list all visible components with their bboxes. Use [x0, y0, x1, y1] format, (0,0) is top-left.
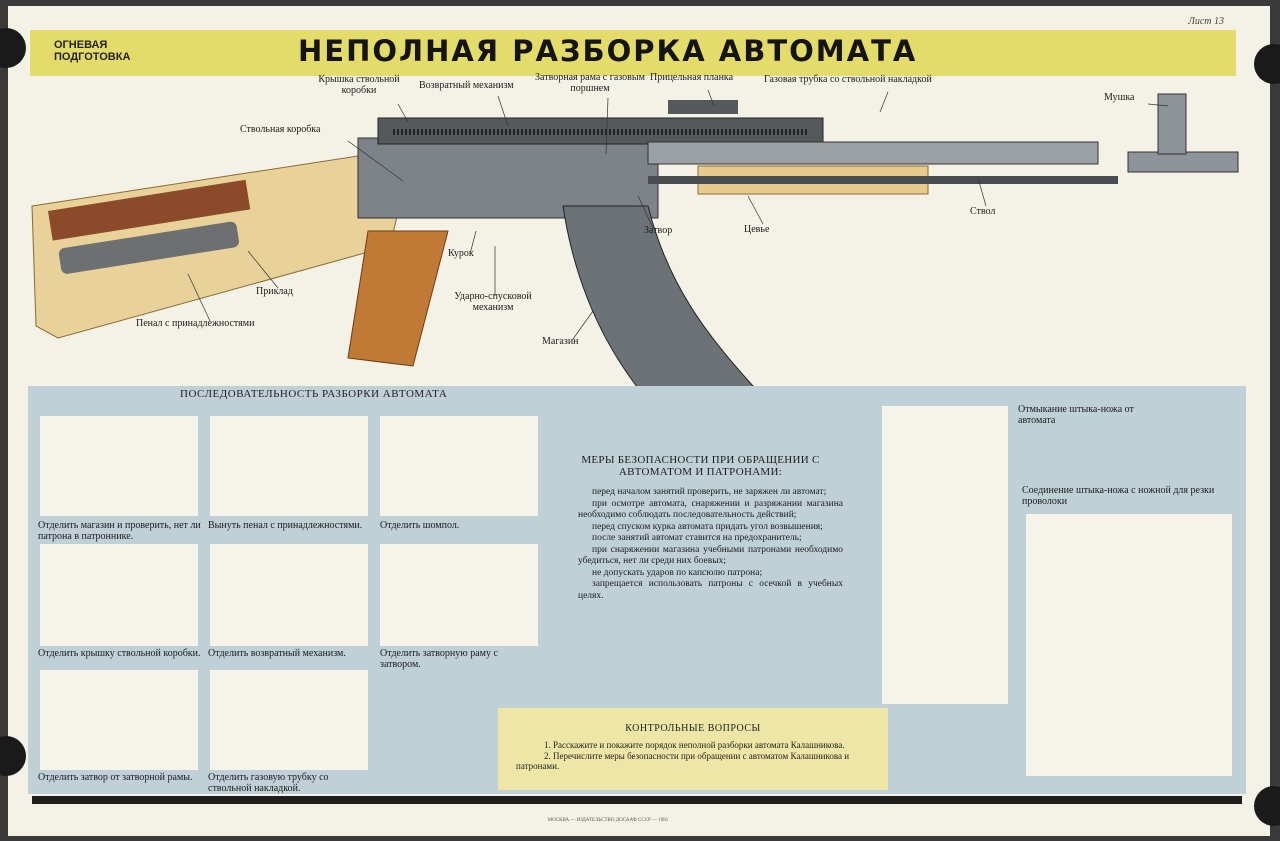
label-receiver: Ствольная коробка: [240, 124, 321, 135]
bayonet-wire-caption: Соединение штыка-ножа с ножной для резки…: [1022, 485, 1215, 507]
step-photo-4: [40, 544, 198, 646]
bottom-rule: [32, 796, 1242, 804]
safety-title: МЕРЫ БЕЗОПАСНОСТИ ПРИ ОБРАЩЕНИИ С АВТОМА…: [581, 454, 820, 478]
label-front-sight: Мушка: [1104, 92, 1135, 103]
label-recoil-mechanism: Возвратный механизм: [419, 80, 514, 91]
safety-rule: запрещается использовать патроны с осечк…: [578, 579, 843, 601]
safety-rule: при осмотре автомата, снаряжении и разря…: [578, 498, 843, 521]
safety-rule: перед началом занятий проверить, не заря…: [592, 487, 827, 497]
label-receiver-cover: Крышка ствольной коробки: [318, 74, 400, 96]
step-caption-4: Отделить крышку ствольной коробки.: [38, 648, 201, 659]
label-bolt-carrier: Затворная рама с газовым поршнем: [535, 72, 645, 94]
pistol-grip-illustration: [347, 230, 449, 367]
gas-tube-illustration: [647, 141, 1099, 165]
step-photo-7: [40, 670, 198, 770]
safety-rules: перед началом занятий проверить, не заря…: [578, 487, 843, 602]
rifle-cutaway-diagram: [31, 89, 1239, 447]
bayonet-detach-caption: Отмыкание штыка-ножа от автомата: [1018, 404, 1134, 426]
safety-rule: перед спуском курка автомата придать уго…: [592, 521, 823, 532]
questions-title: КОНТРОЛЬНЫЕ ВОПРОСЫ: [625, 723, 761, 734]
step-caption-6: Отделить затворную раму с затвором.: [380, 648, 498, 670]
pin: [1254, 786, 1280, 826]
step-photo-2: [210, 416, 368, 516]
label-stock: Приклад: [256, 286, 293, 297]
label-gas-tube: Газовая трубка со ствольной накладкой: [764, 74, 932, 85]
label-hammer: Курок: [448, 248, 474, 259]
bayonet-detach-photo: [882, 406, 1008, 704]
label-handguard: Цевье: [744, 224, 770, 235]
safety-rule: при снаряжении магазина учебными патрона…: [578, 544, 843, 567]
pin: [1254, 44, 1280, 84]
title-bar: [30, 30, 1236, 76]
step-caption-5: Отделить возвратный механизм.: [208, 648, 346, 659]
questions-box: [498, 708, 888, 790]
step-caption-8: Отделить газовую трубку со ствольной нак…: [208, 772, 329, 794]
safety-rule: после занятий автомат ставится на предох…: [592, 533, 802, 543]
step-photo-3: [380, 416, 538, 516]
muzzle-illustration: [1127, 151, 1239, 173]
publisher-imprint: МОСКВА — ИЗДАТЕЛЬСТВО ДОСААФ СССР — 1981: [547, 818, 669, 823]
step-photo-5: [210, 544, 368, 646]
sheet-number: Лист 13: [1188, 16, 1224, 27]
label-barrel: Ствол: [970, 206, 996, 217]
step-photo-8: [210, 670, 368, 770]
receiver-cover-illustration: [377, 117, 824, 145]
step-caption-7: Отделить затвор от затворной рамы.: [38, 772, 193, 783]
label-cleaning-kit: Пенал с принадлежностями: [136, 318, 255, 329]
cleaning-kit-illustration: [58, 221, 239, 274]
label-magazine: Магазин: [542, 336, 579, 347]
label-rear-sight: Прицельная планка: [650, 72, 734, 83]
question-item: 1. Расскажите и покажите порядок неполно…: [544, 740, 845, 750]
step-photo-6: [380, 544, 538, 646]
step-caption-1: Отделить магазин и проверить, нет ли пат…: [38, 520, 201, 542]
label-bolt: Затвор: [644, 225, 673, 236]
poster: Лист 13 ОГНЕВАЯ ПОДГОТОВКА НЕПОЛНАЯ РАЗБ…: [8, 6, 1270, 836]
questions-list: 1. Расскажите и покажите порядок неполно…: [516, 740, 886, 772]
front-sight-illustration: [1157, 93, 1187, 155]
bayonet-wire-photo: [1026, 514, 1232, 776]
question-item: 2. Перечислите меры безопасности при обр…: [516, 750, 850, 772]
step-caption-2: Вынуть пенал с принадлежностями.: [208, 520, 363, 531]
barrel-illustration: [648, 176, 1118, 184]
safety-rule: не допускать ударов по капсюлю патрона;: [592, 567, 763, 578]
poster-title: НЕПОЛНАЯ РАЗБОРКА АВТОМАТА: [298, 34, 918, 68]
sequence-title: ПОСЛЕДОВАТЕЛЬНОСТЬ РАЗБОРКИ АВТОМАТА: [180, 388, 448, 400]
category-label: ОГНЕВАЯ ПОДГОТОВКА: [54, 39, 131, 63]
stock-cavity: [47, 179, 251, 241]
step-photo-1: [40, 416, 198, 516]
label-trigger-mechanism: Ударно-спусковой механизм: [454, 291, 532, 313]
step-caption-3: Отделить шомпол.: [380, 520, 460, 531]
